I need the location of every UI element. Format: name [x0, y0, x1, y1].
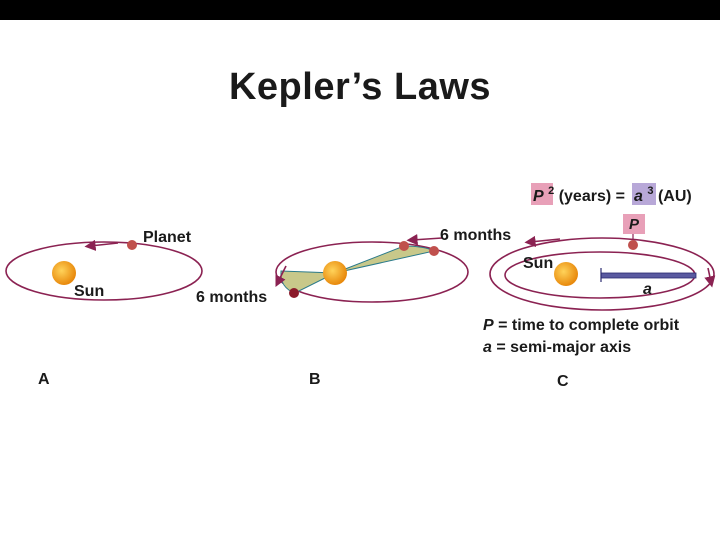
definition-p-text: = time to complete orbit [494, 317, 680, 334]
semi-major-axis [601, 273, 696, 278]
swept-area-far [335, 246, 434, 273]
formula-a: a [634, 188, 643, 205]
panel-label-b: B [309, 371, 321, 388]
orbit-arrow-a [90, 243, 118, 246]
panel-label-a: A [38, 371, 50, 388]
six-months-top-label: 6 months [440, 227, 511, 244]
p-label: P [629, 216, 640, 233]
panel-b: 6 months 6 months B [196, 227, 511, 388]
orbit-arrow-c-right [708, 268, 711, 282]
formula-a-exponent: 3 [647, 185, 653, 197]
planet-b-1 [399, 241, 409, 251]
a-label: a [643, 281, 652, 298]
orbit-arrow-b-top [412, 238, 442, 240]
planet-b-2 [429, 246, 439, 256]
sun-a [52, 261, 76, 285]
six-months-bottom-label: 6 months [196, 289, 267, 306]
definition-p-symbol: P [483, 317, 494, 334]
panel-c: P 2 (years) = a 3 (AU) P Sun a P = time … [483, 181, 714, 390]
formula: P 2 (years) = a 3 (AU) [533, 181, 692, 205]
planet-label: Planet [143, 229, 192, 246]
definition-a: a = semi-major axis [483, 339, 631, 356]
planet-a [127, 240, 137, 250]
formula-p: P [533, 188, 544, 205]
definition-a-symbol: a [483, 339, 492, 356]
sun-label-c: Sun [523, 255, 553, 272]
definition-p: P = time to complete orbit [483, 317, 680, 334]
sun-b [323, 261, 347, 285]
formula-years: (years) = [559, 188, 625, 205]
panel-a: Planet Sun A [6, 229, 202, 388]
panel-label-c: C [557, 373, 569, 390]
sun-label-a: Sun [74, 283, 104, 300]
sun-c [554, 262, 578, 286]
planet-b-3 [289, 288, 299, 298]
formula-au: (AU) [658, 188, 692, 205]
formula-p-exponent: 2 [548, 185, 554, 197]
definition-a-text: = semi-major axis [492, 339, 631, 356]
planet-c [628, 240, 638, 250]
